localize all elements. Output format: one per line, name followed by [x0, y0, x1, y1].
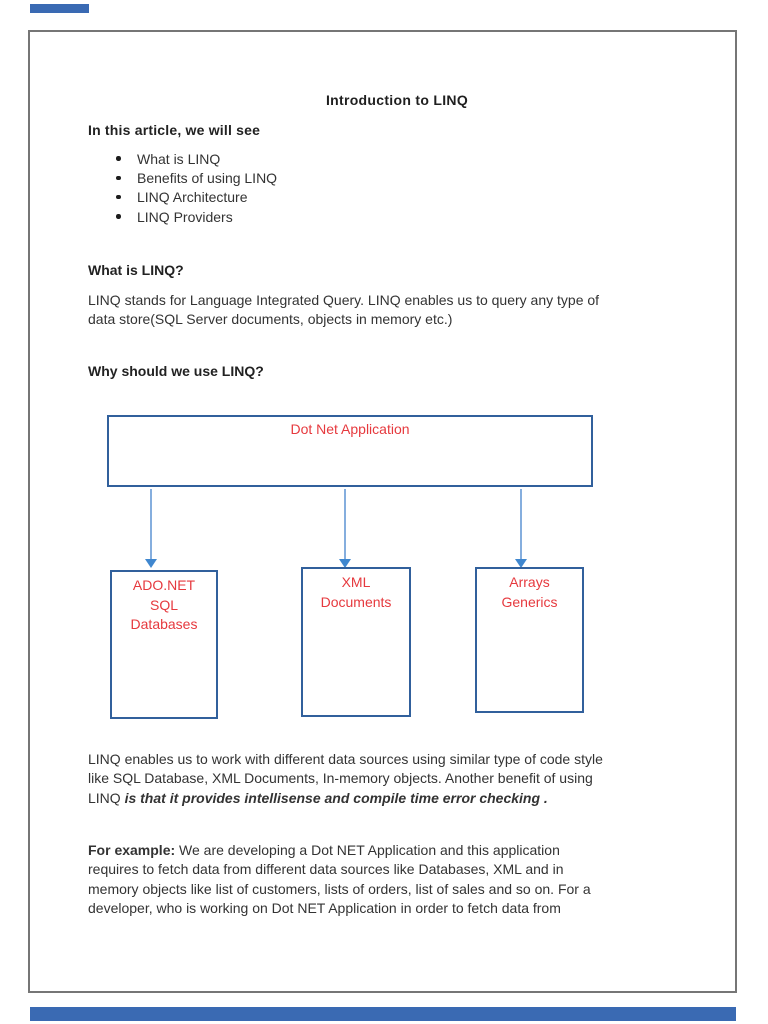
- diagram-box-xml-documents: XML Documents: [301, 567, 411, 717]
- diagram-box-dot-net-application: Dot Net Application: [107, 415, 593, 487]
- toc-item: LINQ Architecture: [116, 188, 277, 207]
- adjacent-page-sliver-top: [30, 4, 89, 13]
- toc-item: LINQ Providers: [116, 207, 277, 226]
- toc-item: What is LINQ: [116, 149, 277, 168]
- paragraph-for-example: For example: We are developing a Dot NET…: [88, 841, 692, 918]
- diagram-box-label: ADO.NET SQL Databases: [130, 577, 198, 633]
- bullet-icon: [116, 156, 121, 161]
- text-segment: We are developing a Dot NET Application …: [88, 842, 591, 916]
- arrow-down-icon: [339, 559, 351, 568]
- adjacent-page-sliver-bottom: [30, 1007, 736, 1021]
- section-heading-why-use-linq: Why should we use LINQ?: [88, 363, 264, 379]
- diagram-connector-line: [520, 489, 522, 559]
- toc-item-label: LINQ Providers: [137, 208, 233, 225]
- diagram-box-arrays-generics: Arrays Generics: [475, 567, 584, 713]
- toc-item-label: LINQ Architecture: [137, 189, 248, 206]
- toc-list: What is LINQ Benefits of using LINQ LINQ A…: [116, 149, 277, 226]
- paragraph-what-is-linq: LINQ stands for Language Integrated Quer…: [88, 292, 600, 328]
- text-segment: For example:: [88, 842, 176, 858]
- bullet-icon: [116, 214, 121, 219]
- text-segment: is that it provides intellisense and com…: [124, 789, 548, 806]
- bullet-icon: [116, 194, 121, 200]
- document-page: [28, 30, 737, 993]
- section-heading-what-is-linq: What is LINQ?: [88, 262, 184, 278]
- bullet-icon: [116, 175, 121, 181]
- diagram-connector-line: [150, 489, 152, 559]
- page-title: Introduction to LINQ: [325, 92, 469, 108]
- diagram-box-label: Arrays Generics: [501, 574, 558, 610]
- diagram-box-ado-net-sql-databases: ADO.NET SQL Databases: [110, 570, 218, 719]
- diagram-box-label: XML Documents: [320, 574, 392, 610]
- diagram-connector-line: [344, 489, 346, 559]
- text-segment: LINQ enables us to work with different d…: [88, 751, 603, 806]
- toc-item-label: Benefits of using LINQ: [137, 169, 278, 186]
- arrow-down-icon: [145, 559, 157, 568]
- toc-item: Benefits of using LINQ: [116, 168, 277, 187]
- arrow-down-icon: [515, 559, 527, 568]
- paragraph-linq-benefits: LINQ enables us to work with different d…: [88, 750, 692, 808]
- toc-item-label: What is LINQ: [137, 150, 221, 167]
- intro-heading: In this article, we will see: [88, 122, 261, 138]
- diagram-box-label: Dot Net Application: [290, 421, 410, 437]
